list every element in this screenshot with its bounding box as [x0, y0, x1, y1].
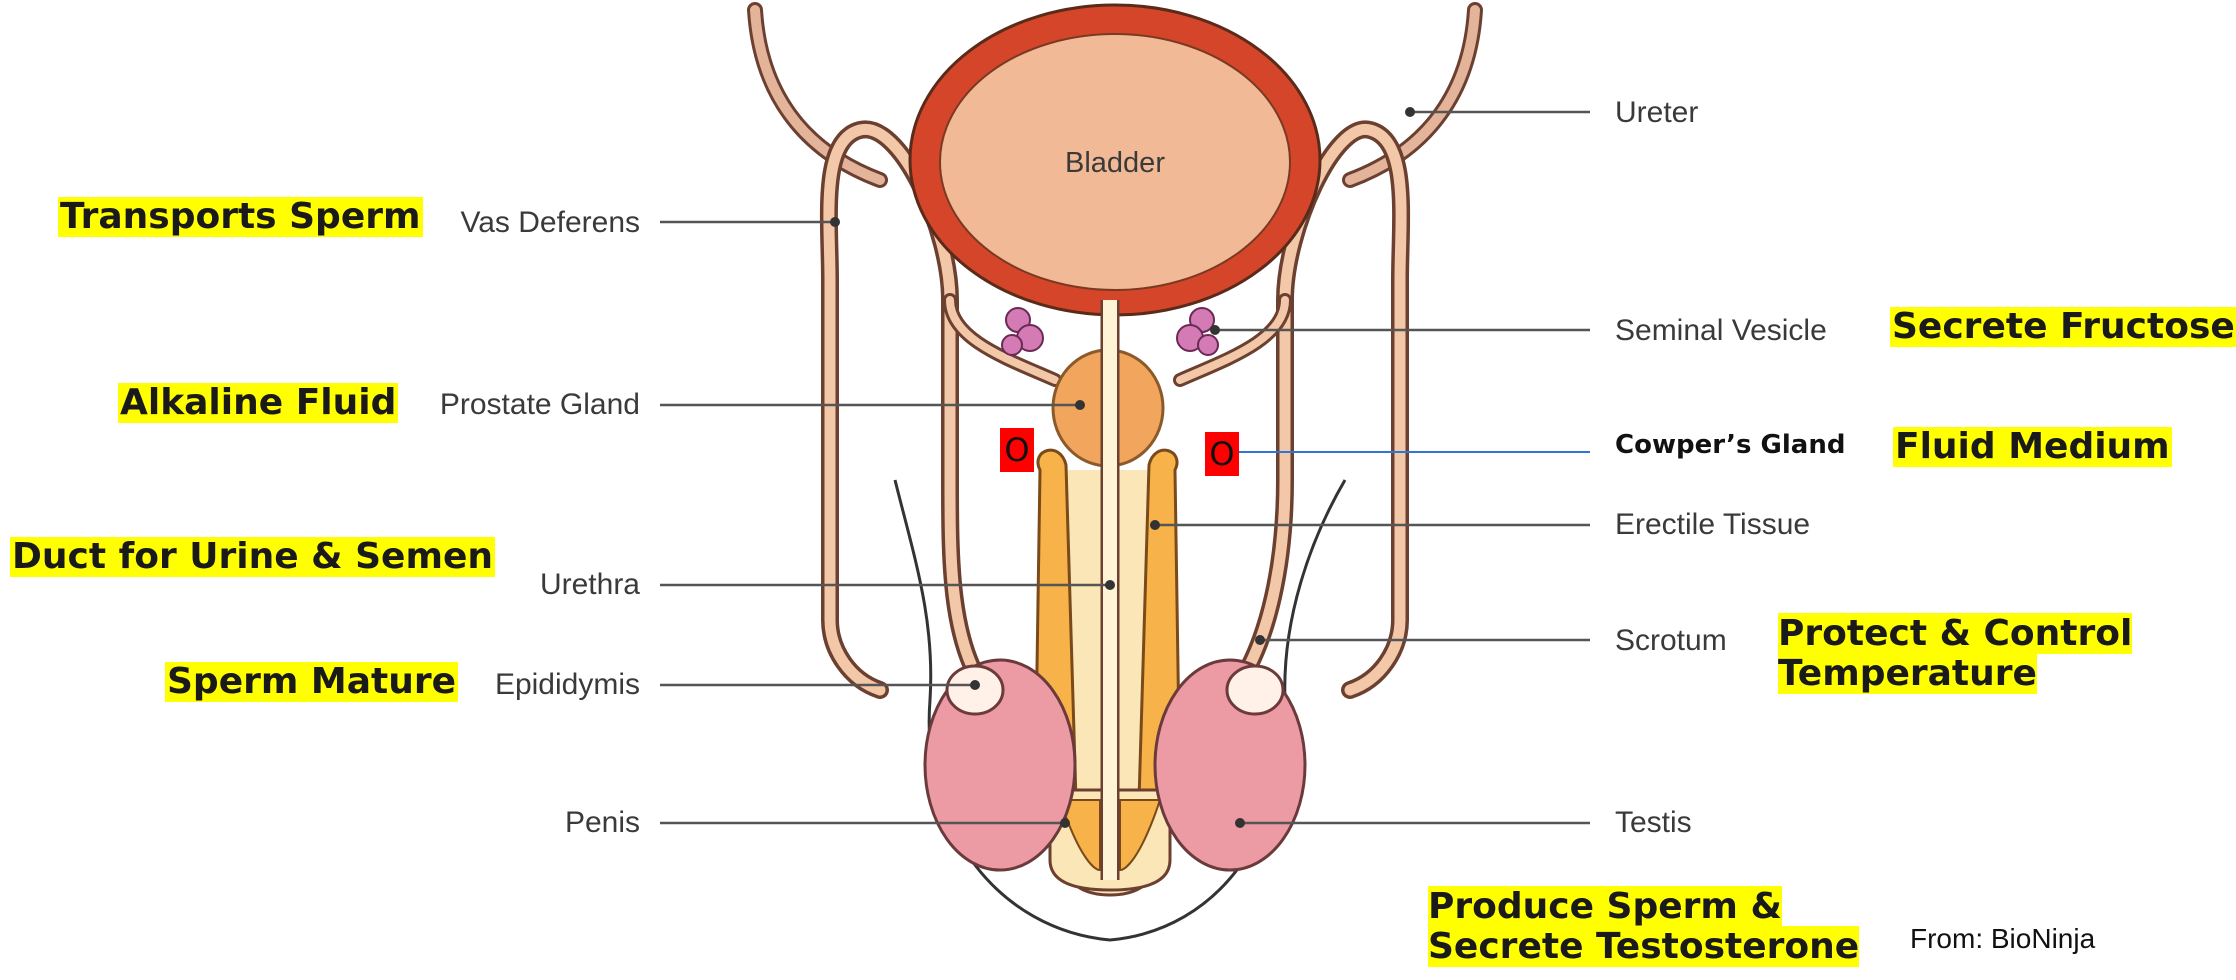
label-scrotum: Scrotum [1615, 626, 1727, 656]
function-vas-deferens: Transports Sperm [58, 197, 423, 237]
label-vas-deferens: Vas Deferens [460, 208, 640, 238]
cowper-marker-right: O [1205, 432, 1239, 476]
function-scrotum-line-2: Temperature [1778, 653, 2037, 694]
label-prostate-gland: Prostate Gland [440, 390, 640, 420]
label-penis: Penis [565, 808, 640, 838]
label-erectile-tissue: Erectile Tissue [1615, 510, 1810, 540]
function-urethra: Duct for Urine & Semen [10, 537, 495, 577]
function-prostate-gland: Alkaline Fluid [118, 383, 398, 423]
function-testis: Produce Sperm & Secrete Testosterone [1428, 887, 1859, 968]
left-testis [925, 660, 1075, 870]
function-cowpers-gland: Fluid Medium [1893, 427, 2172, 467]
label-cowpers-gland: Cowper’s Gland [1615, 432, 1845, 458]
label-urethra: Urethra [540, 570, 640, 600]
label-ureter: Ureter [1615, 98, 1698, 128]
bladder-label: Bladder [1065, 147, 1165, 179]
label-seminal-vesicle: Seminal Vesicle [1615, 316, 1827, 346]
right-testis [1155, 660, 1305, 870]
cowper-marker-left: O [1000, 428, 1034, 472]
label-testis: Testis [1615, 808, 1692, 838]
source-credit: From: BioNinja [1910, 925, 2095, 953]
function-scrotum-line-1: Protect & Control [1778, 613, 2132, 654]
label-epididymis: Epididymis [495, 670, 640, 700]
function-scrotum: Protect & Control Temperature [1778, 614, 2132, 695]
function-epididymis: Sperm Mature [165, 662, 458, 702]
function-testis-line-1: Produce Sperm & [1428, 886, 1782, 927]
function-seminal-vesicle: Secrete Fructose [1890, 307, 2236, 347]
left-ureter [755, 10, 880, 180]
function-testis-line-2: Secrete Testosterone [1428, 926, 1859, 967]
right-ureter [1350, 10, 1475, 180]
left-seminal-vesicle [1002, 308, 1043, 355]
